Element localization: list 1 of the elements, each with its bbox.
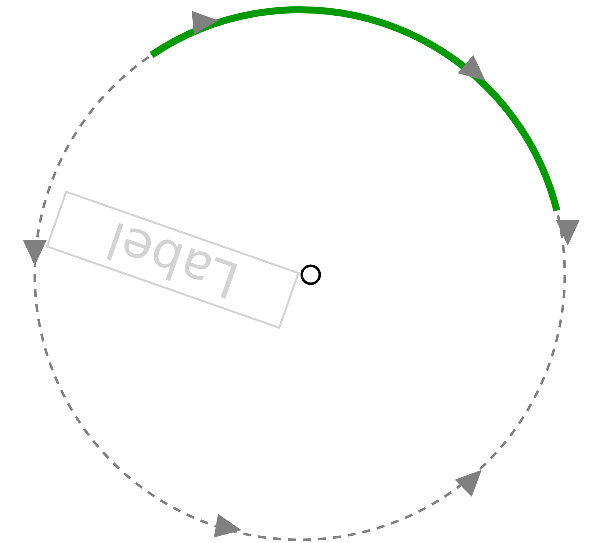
label-box: [46, 190, 300, 330]
